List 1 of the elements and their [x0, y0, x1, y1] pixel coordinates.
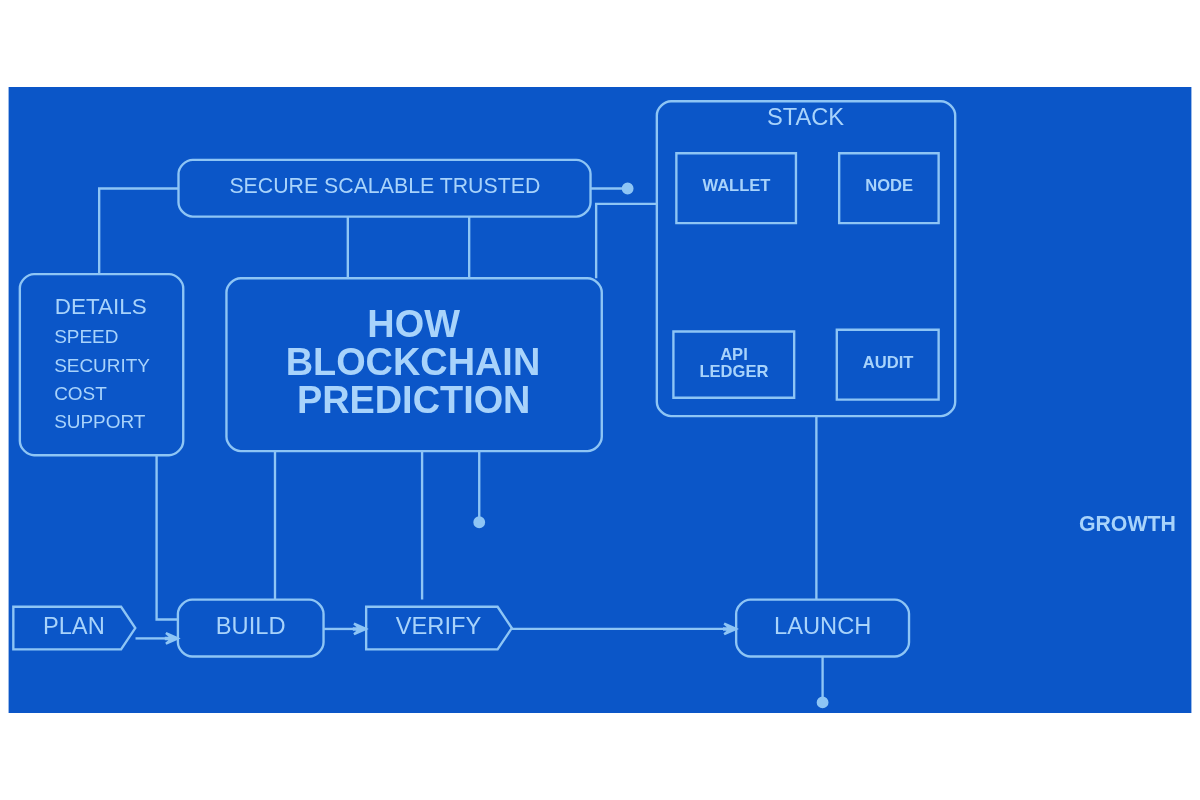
label: GROWTH — [1078, 512, 1176, 537]
